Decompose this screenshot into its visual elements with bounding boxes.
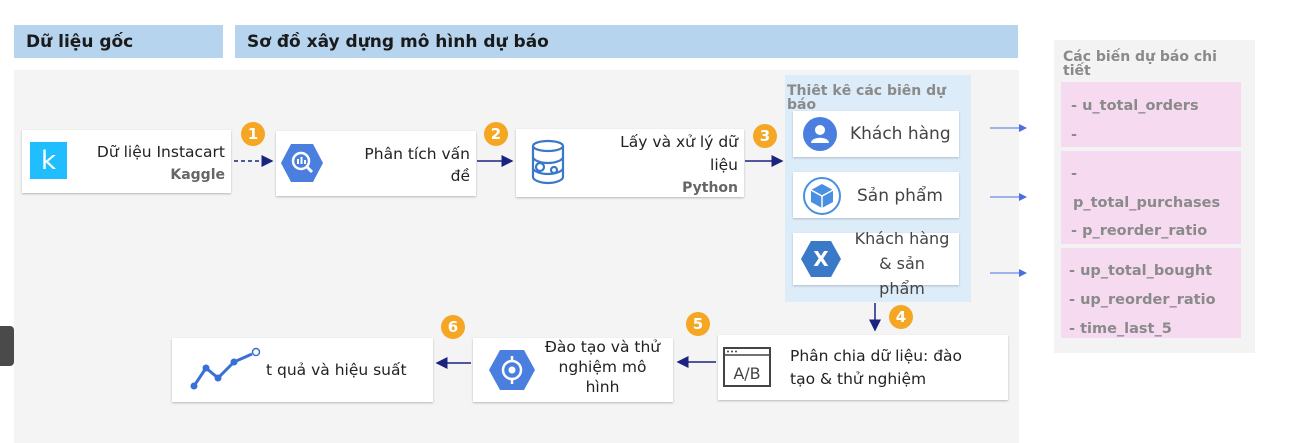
var-p-reorder-ratio: - p_reorder_ratio <box>1071 223 1208 239</box>
var-p-total-purchases: p_total_purchases <box>1073 195 1221 211</box>
variables-title: Các biến dự báo chi tiết <box>1063 50 1217 78</box>
variables-title-line1: Các biến dự báo chi <box>1063 49 1217 65</box>
variables-group-2 <box>1061 151 1241 244</box>
feature-customer-product[interactable]: X <box>793 233 959 285</box>
user-icon <box>803 117 837 151</box>
variables-title-line2: tiết <box>1063 63 1091 79</box>
training-line2: nghiệm mô <box>558 358 647 376</box>
results-card[interactable]: t quả và hiệu suất <box>172 338 433 402</box>
feature-cp-line3: phẩm <box>879 279 925 298</box>
svg-text:A/B: A/B <box>733 364 760 383</box>
processing-card[interactable]: Lấy và xử lý dữ liệu Python <box>516 129 744 197</box>
step-badge-2: 2 <box>484 122 508 146</box>
step-badge-3: 3 <box>753 124 777 148</box>
analysis-card[interactable]: Phân tích vấn đề <box>276 131 476 196</box>
step-badge-4: 4 <box>889 305 913 329</box>
processing-line2: liệu <box>710 156 738 174</box>
source-sub: Kaggle <box>170 167 225 183</box>
var-u-total-orders: - u_total_orders <box>1071 98 1199 114</box>
split-line1: Phân chia dữ liệu: đào <box>790 347 963 365</box>
training-line3: hình <box>585 378 620 396</box>
ml-engine-icon <box>489 348 535 392</box>
feature-design-title-line1: Thiết kế các biến dự <box>787 84 947 99</box>
processing-sub: Python <box>682 180 738 196</box>
feature-customer-label: Khách hàng <box>850 124 951 144</box>
var-up-total-bought: - up_total_bought <box>1069 263 1213 279</box>
bigquery-icon <box>280 141 324 185</box>
feature-customer-product-label: Khách hàng & sản phẩm <box>836 226 968 301</box>
side-tab[interactable] <box>0 326 14 366</box>
split-line2: tạo & thử nghiệm <box>790 370 927 388</box>
variables-group-1 <box>1061 82 1241 147</box>
feature-customer[interactable]: Khách hàng <box>793 111 959 157</box>
feature-design-title: Thiết kế các biến dự báo <box>787 84 971 114</box>
source-header: Dữ liệu gốc <box>14 25 223 58</box>
training-label: Đào tạo và thử nghiệm mô hình <box>530 337 675 397</box>
analysis-line1: Phân tích vấn <box>364 145 470 163</box>
variables-group-3 <box>1061 248 1241 338</box>
step-badge-5: 5 <box>686 312 710 336</box>
x-icon: X <box>801 239 841 279</box>
analysis-line2: đề <box>450 167 470 185</box>
var-up-reorder-ratio: - up_reorder_ratio <box>1069 292 1216 308</box>
kaggle-icon: k <box>30 142 67 179</box>
source-card[interactable]: k Dữ liệu Instacart Kaggle <box>22 130 231 193</box>
cube-icon <box>802 176 842 216</box>
feature-cp-line2: & sản <box>879 254 925 273</box>
results-label: t quả và hiệu suất <box>266 361 407 379</box>
training-card[interactable] <box>473 338 673 402</box>
step-badge-1: 1 <box>241 122 265 146</box>
svg-text:X: X <box>813 247 829 271</box>
ab-test-icon: A/B <box>722 345 772 389</box>
source-label: Dữ liệu Instacart <box>96 143 225 161</box>
pipeline-header: Sơ đồ xây dựng mô hình dự báo <box>235 25 1018 58</box>
feature-product-label: Sản phẩm <box>857 186 943 206</box>
feature-design-title-line2: báo <box>787 97 817 113</box>
split-card[interactable]: A/B Phân chia dữ liệu: đào tạo & thử ngh… <box>718 335 1008 400</box>
feature-product[interactable]: Sản phẩm <box>793 172 959 218</box>
line-chart-icon <box>186 344 264 394</box>
feature-cp-line1: Khách hàng <box>854 229 950 248</box>
database-gear-icon <box>524 137 576 189</box>
step-badge-6: 6 <box>441 315 465 339</box>
processing-line1: Lấy và xử lý dữ <box>620 133 738 151</box>
var-time-last-5: - time_last_5 <box>1069 321 1172 337</box>
training-line1: Đào tạo và thử <box>544 338 661 356</box>
var-group1-dash: - <box>1071 127 1078 143</box>
var-group2-dash: - <box>1071 166 1078 182</box>
